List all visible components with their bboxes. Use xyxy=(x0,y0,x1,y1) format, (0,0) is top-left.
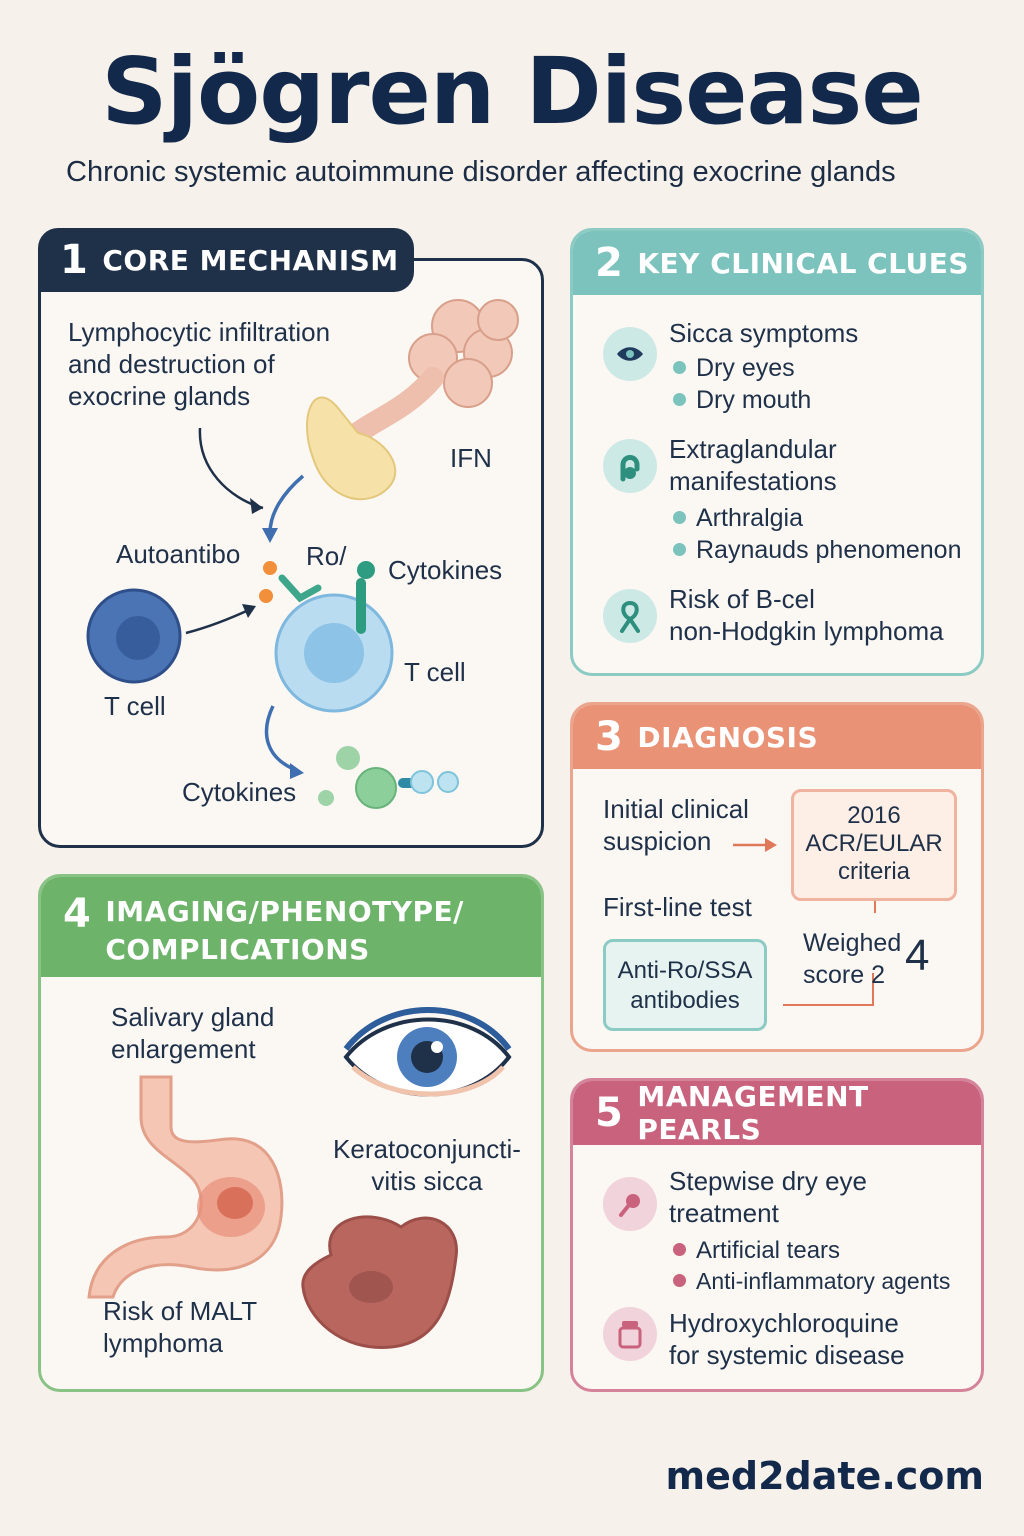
first-line-test-label: First-line test xyxy=(603,892,752,922)
list-item: Arthralgia xyxy=(673,503,803,534)
t-cell-right-label: T cell xyxy=(404,657,466,687)
t-cell-left-label: T cell xyxy=(104,691,166,721)
imaging-illustrations xyxy=(87,1007,512,1349)
autoantibody-label: Autoantibo xyxy=(116,539,241,569)
joint-icon xyxy=(603,439,657,493)
mechanism-diagram xyxy=(86,299,519,809)
acinar-cluster-icon xyxy=(347,299,519,444)
clues-header: 2 KEY CLINICAL CLUES xyxy=(573,231,981,295)
diagnosis-card: 3 DIAGNOSIS Initial clinical suspicion 2… xyxy=(570,702,984,1052)
lymphoma-risk-label: Risk of B-cel non-Hodgkin lymphoma xyxy=(669,584,944,646)
keratoconjunctivitis-label: Keratoconjuncti- vitis sicca xyxy=(333,1134,521,1196)
eye-illustration-icon xyxy=(343,1007,512,1097)
list-item: Dry eyes xyxy=(673,353,795,384)
management-header: 5 MANAGEMENT PEARLS xyxy=(573,1081,981,1146)
list-item: Dry mouth xyxy=(673,385,811,416)
section-title: CORE MECHANISM xyxy=(102,243,399,277)
sicca-label: Sicca symptoms xyxy=(669,318,859,348)
eye-icon xyxy=(603,327,657,381)
section-number: 1 xyxy=(60,237,89,283)
diagnosis-header: 3 DIAGNOSIS xyxy=(573,705,981,769)
page-subtitle: Chronic systemic autoimmune disorder aff… xyxy=(66,156,896,188)
diagnosis-arrows xyxy=(733,838,876,1006)
salivary-label: Salivary gland enlargement xyxy=(111,1002,275,1064)
ribbon-icon xyxy=(603,589,657,643)
stomach-icon xyxy=(87,1075,284,1299)
hydroxychloroquine-label: Hydroxychloroquine for systemic disease xyxy=(669,1308,905,1370)
cytokines-top-label: Cytokines xyxy=(388,555,503,585)
weighed-score-label: Weighed score 2 xyxy=(803,929,902,989)
imaging-card: 4 IMAGING/PHENOTYPE/ COMPLICATIONS Saliv… xyxy=(38,874,544,1392)
gland-icon xyxy=(306,396,397,501)
key-clinical-clues-card: 2 KEY CLINICAL CLUES Sicca symptoms Dry … xyxy=(570,228,984,676)
list-item: Artificial tears xyxy=(673,1235,840,1266)
dropper-icon xyxy=(603,1177,657,1231)
list-item: Raynauds phenomenon xyxy=(673,535,961,566)
core-mechanism-header: 1 CORE MECHANISM xyxy=(38,228,414,292)
cytokines-bottom-label: Cytokines xyxy=(182,777,297,807)
management-card: 5 MANAGEMENT PEARLS Stepwise dry eye tre… xyxy=(570,1078,984,1392)
imaging-header: 4 IMAGING/PHENOTYPE/ COMPLICATIONS xyxy=(41,877,541,977)
lymph-node-icon xyxy=(301,1215,458,1349)
core-mechanism-card: 1 CORE MECHANISM Lymphocytic infiltratio… xyxy=(38,228,544,848)
initial-suspicion-label: Initial clinical suspicion xyxy=(603,794,749,856)
stepwise-label: Stepwise dry eye treatment xyxy=(669,1166,867,1228)
list-item: Anti-inflammatory agents xyxy=(673,1266,950,1297)
ifn-label: IFN xyxy=(450,443,492,473)
brand-logo[interactable]: med2date.com xyxy=(665,1454,984,1498)
extraglandular-label: Extraglandular manifestations xyxy=(669,434,837,496)
page-title: Sjögren Disease xyxy=(101,38,923,145)
core-description: Lymphocytic infiltration and destruction… xyxy=(68,317,331,411)
malt-risk-label: Risk of MALT lymphoma xyxy=(103,1296,258,1358)
score-small: 2 xyxy=(871,961,885,989)
pill-bottle-icon xyxy=(603,1307,657,1361)
antibody-box: Anti-Ro/SSA antibodies xyxy=(603,939,767,1031)
criteria-box: 2016 ACR/EULAR criteria xyxy=(791,789,957,901)
ro-label: Ro/ xyxy=(306,541,347,571)
score-large: 4 xyxy=(905,931,930,980)
